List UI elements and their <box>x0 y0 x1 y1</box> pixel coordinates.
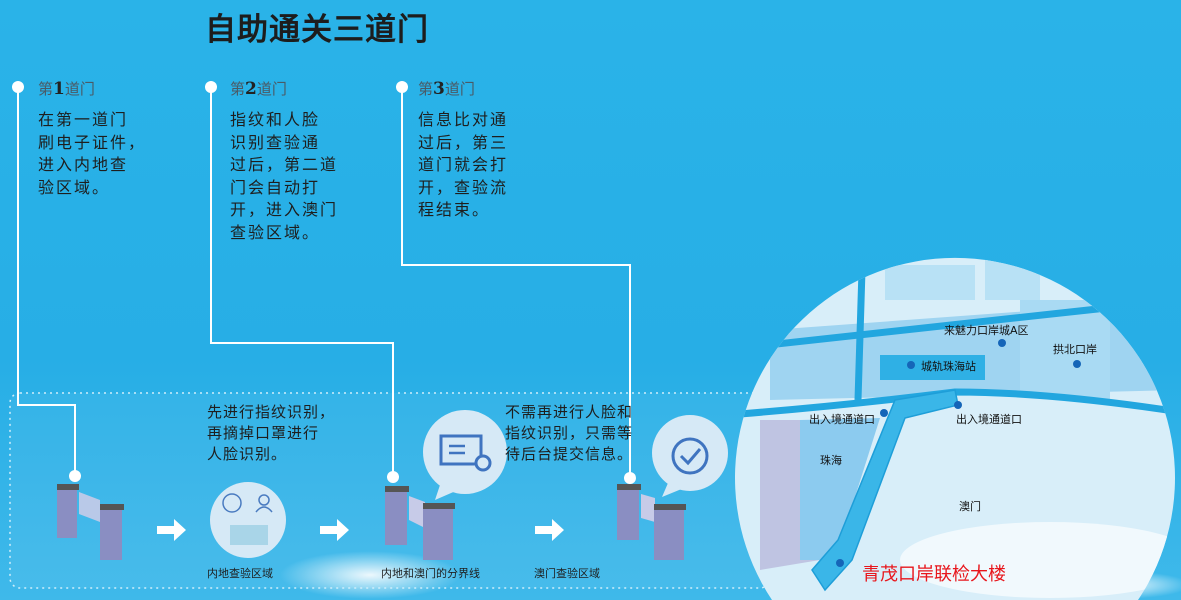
caption-macau-zone: 澳门查验区域 <box>534 567 600 580</box>
step-description: 指纹和人脸识别查验通过后，第二道门会自动打开，进入澳门查验区域。 <box>230 109 338 244</box>
text-line: 道门就会打 <box>418 155 509 174</box>
note-first-gate: 先进行指纹识别， 再摘掉口罩进行人脸识别。 <box>207 402 335 465</box>
text-line: 指纹识别，只需等 <box>505 424 634 442</box>
step-number: 1 <box>53 79 65 99</box>
cloud <box>280 551 460 599</box>
text-line: 开，查验流 <box>418 177 509 197</box>
fingerprint-face-id-icon <box>210 482 286 558</box>
step-label: 第1道门 <box>38 78 146 99</box>
text-line: 查验区域。 <box>230 222 321 242</box>
step-suffix: 道门 <box>444 80 475 98</box>
step-prefix: 第 <box>230 80 246 98</box>
leader-lines <box>17 87 631 478</box>
text-line: 在第一道门 <box>38 110 129 129</box>
text-line: 信息比对通 <box>418 110 509 129</box>
map-label: 澳门 <box>959 500 981 513</box>
check-icon <box>652 415 728 497</box>
gate-1 <box>57 484 124 560</box>
map-label: 拱北口岸 <box>1053 343 1097 356</box>
note-second-gate: 不需再进行人脸和指纹识别，只需等待后台提交信息。 <box>505 402 633 465</box>
step-description: 信息比对通过后，第三道门就会打开，查验流程结束。 <box>418 109 508 222</box>
step-label: 第3道门 <box>418 78 508 99</box>
step-number: 2 <box>245 79 257 99</box>
text-line: 指纹和人脸 <box>230 110 321 129</box>
step-3: 第3道门 信息比对通过后，第三道门就会打开，查验流程结束。 <box>418 78 508 222</box>
page-title: 自助通关三道门 <box>205 12 429 48</box>
step-label: 第2道门 <box>230 78 338 99</box>
text-line: 开，进入澳门 <box>230 200 339 219</box>
map-label: 来魅力口岸城A区 <box>944 324 1029 337</box>
info-settings-icon <box>423 410 507 500</box>
text-line: 进入内地查 <box>38 155 129 174</box>
step-suffix: 道门 <box>256 80 287 98</box>
text-line: 人脸识别。 <box>207 445 288 463</box>
text-line: 先进行指纹识别， <box>207 403 336 421</box>
step-2: 第2道门 指纹和人脸识别查验通过后，第二道门会自动打开，进入澳门查验区域。 <box>230 78 338 244</box>
text-line: 识别查验通 <box>230 132 321 152</box>
step-suffix: 道门 <box>64 80 95 98</box>
map-label: 出入境通道口 <box>956 413 1022 426</box>
map-label: 出入境通道口 <box>809 413 875 426</box>
text-line: 过后，第三 <box>418 132 509 152</box>
map <box>734 257 1175 600</box>
step-prefix: 第 <box>38 80 54 98</box>
text-line: 刷电子证件， <box>38 132 147 152</box>
text-line: 待后台提交信息。 <box>505 445 634 463</box>
gate-3 <box>617 484 686 560</box>
text-line: 程结束。 <box>418 200 491 219</box>
gate-2 <box>385 486 455 560</box>
text-line: 过后，第二道 <box>230 155 339 174</box>
caption-border-line: 内地和澳门的分界线 <box>381 567 480 580</box>
map-highlight-label: 青茂口岸联检大楼 <box>862 564 1006 585</box>
text-line: 验区域。 <box>38 177 111 197</box>
caption-mainland-zone: 内地查验区域 <box>207 567 273 580</box>
text-line: 门会自动打 <box>230 177 321 197</box>
map-label: 城轨珠海站 <box>921 360 976 373</box>
step-1: 第1道门 在第一道门刷电子证件， 进入内地查验区域。 <box>38 78 146 199</box>
text-line: 不需再进行人脸和 <box>505 403 634 421</box>
map-label: 珠海 <box>820 454 842 467</box>
step-number: 3 <box>433 79 445 99</box>
step-prefix: 第 <box>418 80 434 98</box>
step-description: 在第一道门刷电子证件， 进入内地查验区域。 <box>38 109 146 199</box>
arrows <box>157 519 564 541</box>
text-line: 再摘掉口罩进行 <box>207 424 320 442</box>
